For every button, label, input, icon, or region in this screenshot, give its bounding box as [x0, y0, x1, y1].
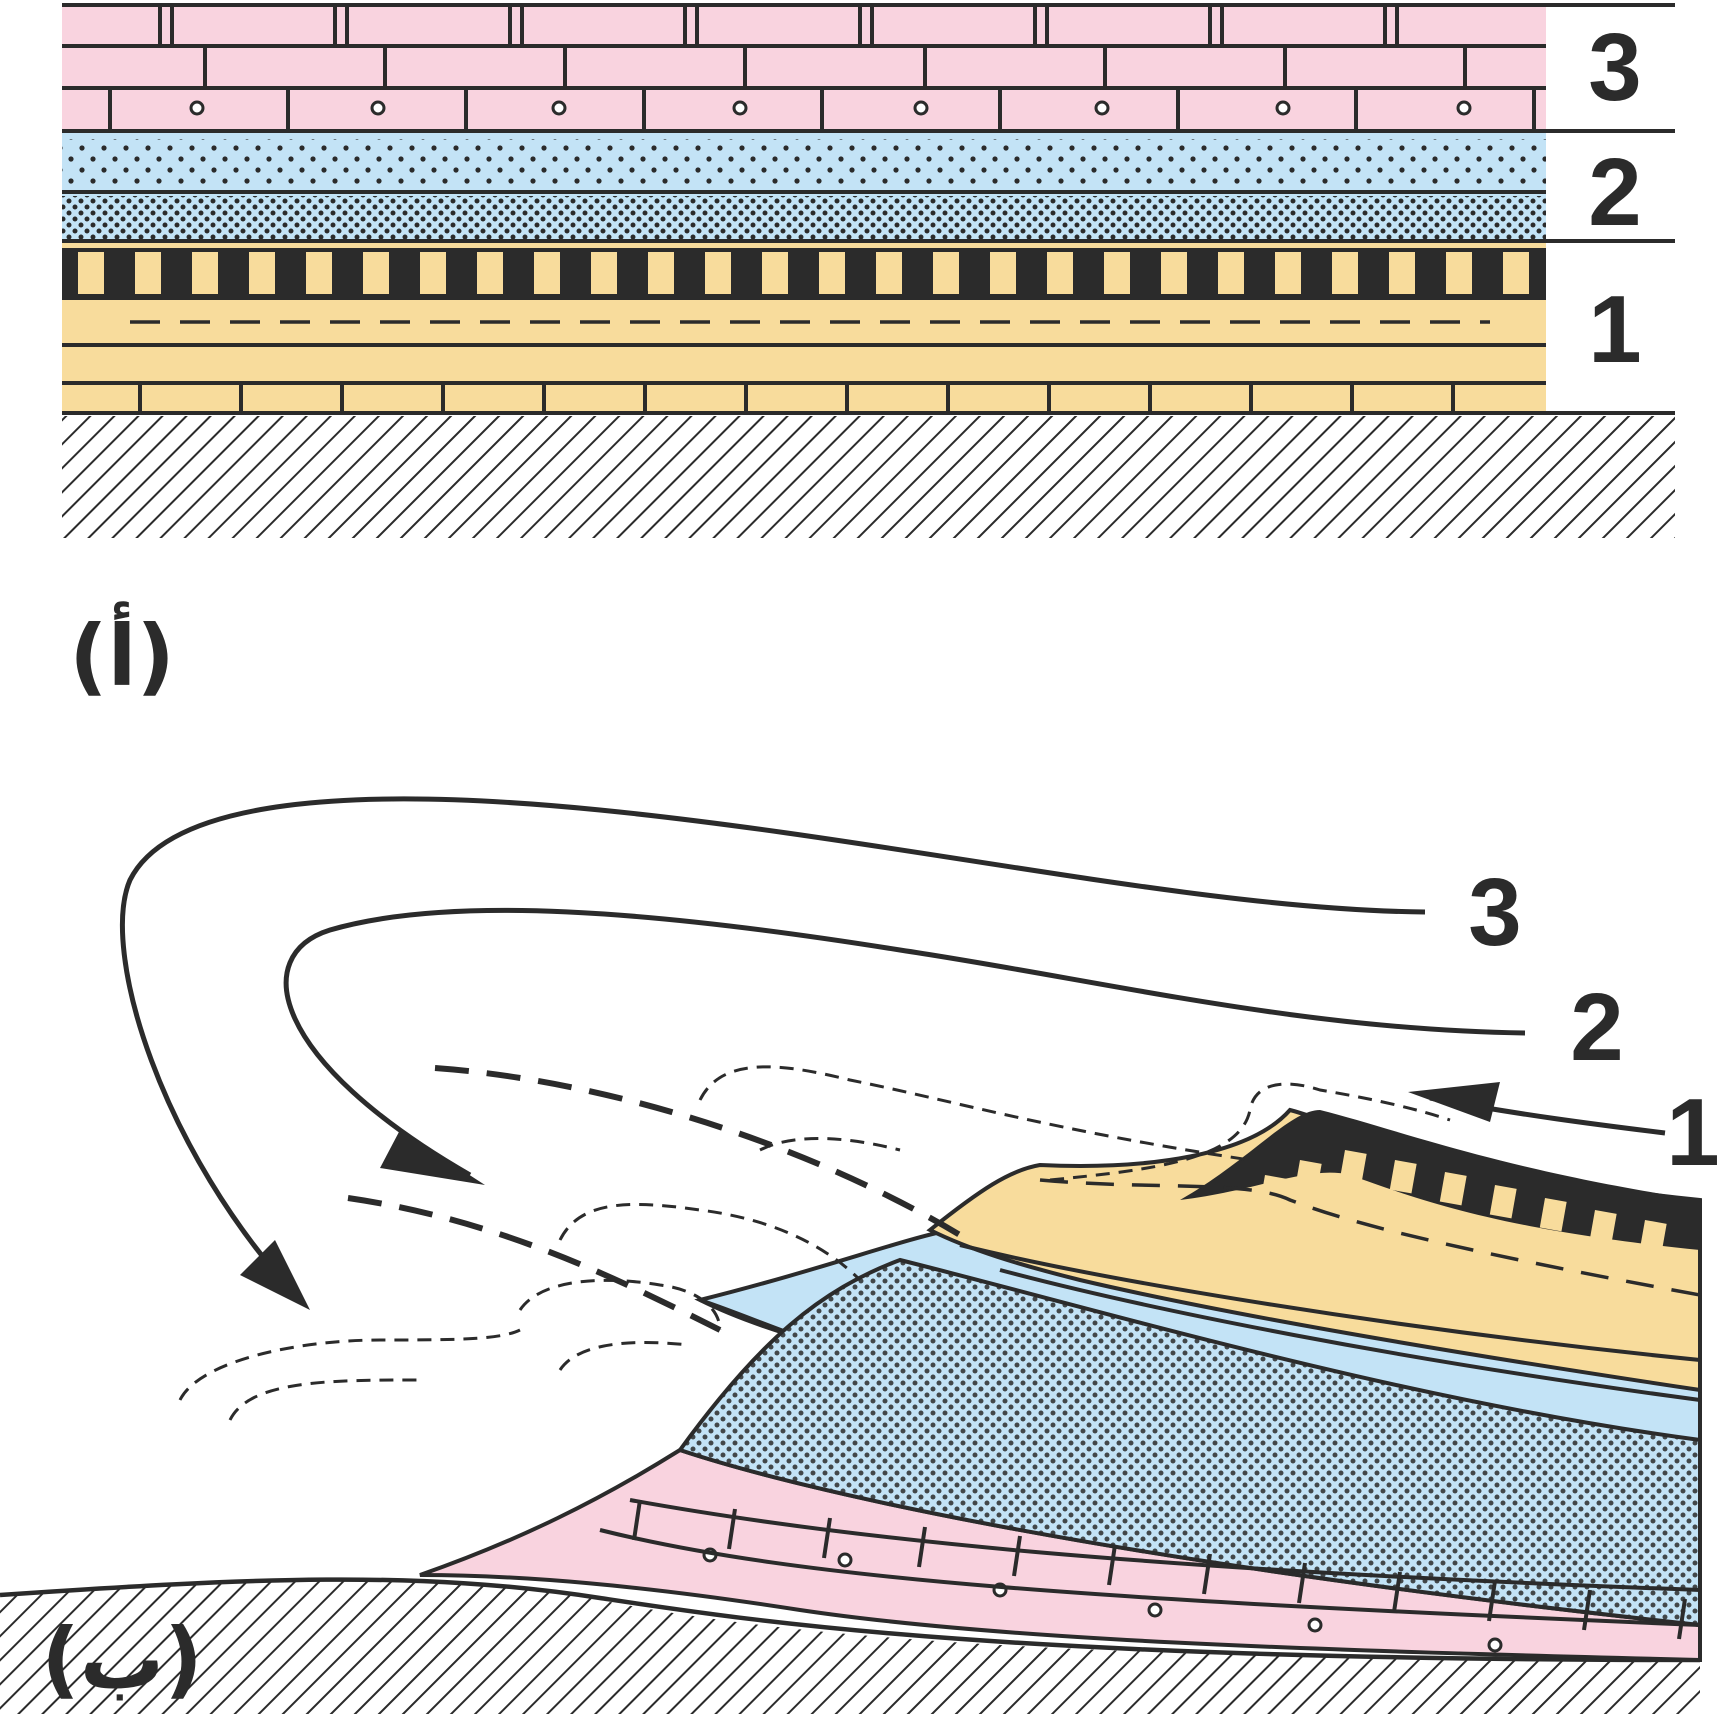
layer-1-coal-limestone	[62, 241, 1546, 413]
coal-band-gap	[1294, 1160, 1322, 1194]
fossil-mark	[913, 100, 929, 116]
arrowhead-layer-1	[1408, 1082, 1500, 1122]
panel-a-boundaries	[62, 3, 1675, 415]
arrow-layer-3	[119, 796, 1426, 1302]
fossil-mark	[837, 1552, 853, 1568]
coal-band-gap	[933, 252, 959, 294]
coal-band-gap	[249, 252, 275, 294]
thrust-line-upper	[434, 1065, 962, 1238]
layer-3-limestone	[62, 5, 1546, 131]
coal-band-gap	[1639, 1220, 1667, 1254]
brick-joint	[822, 1517, 832, 1559]
coal-band-gap	[534, 252, 560, 294]
coal-band-gap	[420, 252, 446, 294]
fossil-mark	[1487, 1637, 1503, 1653]
coal-band-gap	[1446, 252, 1472, 294]
fossil-mark	[370, 100, 386, 116]
coal-band-gap	[78, 252, 104, 294]
fossil-mark	[1456, 100, 1472, 116]
coal-band-gap	[1439, 1172, 1467, 1206]
thrust-line-lower	[347, 1195, 722, 1333]
coal-band-gap	[1332, 252, 1358, 294]
brick-joint	[917, 1526, 927, 1568]
coal-band-gap	[1161, 252, 1187, 294]
coal-band-gap	[1047, 252, 1073, 294]
fossil-mark	[1275, 100, 1291, 116]
arrowhead-layer-3	[240, 1240, 310, 1310]
layer-number-2-a: 2	[1588, 139, 1641, 246]
basement-a	[62, 416, 1675, 538]
coal-band-gap	[1389, 252, 1415, 294]
brick-joint	[1107, 1544, 1117, 1586]
coal-band-gap	[591, 252, 617, 294]
coal-band-gap	[990, 252, 1016, 294]
coal-band-gap	[1389, 1160, 1417, 1194]
coal-band-gap	[1589, 1210, 1617, 1244]
layer-number-1-a: 1	[1588, 276, 1641, 383]
fossil-mark	[1147, 1602, 1163, 1618]
arrowhead-layer-2	[380, 1130, 485, 1185]
coal-band-gap	[1339, 1150, 1367, 1184]
brick-joint	[1677, 1598, 1687, 1640]
layer-2-sandstone	[62, 131, 1546, 241]
coal-band-gap	[477, 252, 503, 294]
eroded-fold-outlines	[178, 1065, 1451, 1421]
fossil-mark	[1094, 100, 1110, 116]
brick-joint	[1202, 1553, 1212, 1595]
fossil-mark	[551, 100, 567, 116]
coal-band-gap	[192, 252, 218, 294]
brick-joint	[632, 1499, 642, 1541]
arrow-layer-2	[283, 907, 1526, 1178]
coal-band-gap	[1539, 1198, 1567, 1232]
brick-joint	[1582, 1589, 1592, 1631]
coal-band-gap	[135, 252, 161, 294]
layer-number-1-b: 1	[1666, 1079, 1719, 1186]
coal-band-gap	[1489, 1184, 1517, 1219]
coal-band-gap	[1104, 252, 1130, 294]
coal-band-gap	[876, 252, 902, 294]
coal-band-gap	[819, 252, 845, 294]
fossil-mark	[732, 100, 748, 116]
fossil-mark	[1307, 1617, 1323, 1633]
coal-band-gap	[705, 252, 731, 294]
coal-band-gap	[363, 252, 389, 294]
coal-band-gap	[306, 252, 332, 294]
coal-band-gap	[762, 252, 788, 294]
coal-band-gap	[1275, 252, 1301, 294]
fossil-mark	[189, 100, 205, 116]
panel-a: 3 2 1 (أ)	[62, 3, 1675, 705]
panel-label-b: (ب)	[41, 1610, 202, 1708]
layer-number-2-b: 2	[1570, 974, 1623, 1081]
coal-band-gap	[1218, 252, 1244, 294]
brick-joint	[1012, 1535, 1022, 1577]
layer-number-3-b: 3	[1468, 859, 1521, 966]
coal-band-b	[1180, 1110, 1700, 1250]
layer-number-3-a: 3	[1588, 14, 1641, 121]
coal-band-gap	[1259, 1175, 1287, 1209]
panel-b: 3 2 1 (ب)	[0, 796, 1720, 1714]
coal-band-gap	[1503, 252, 1529, 294]
panel-label-a: (أ)	[69, 601, 175, 705]
coal-band-gap	[648, 252, 674, 294]
